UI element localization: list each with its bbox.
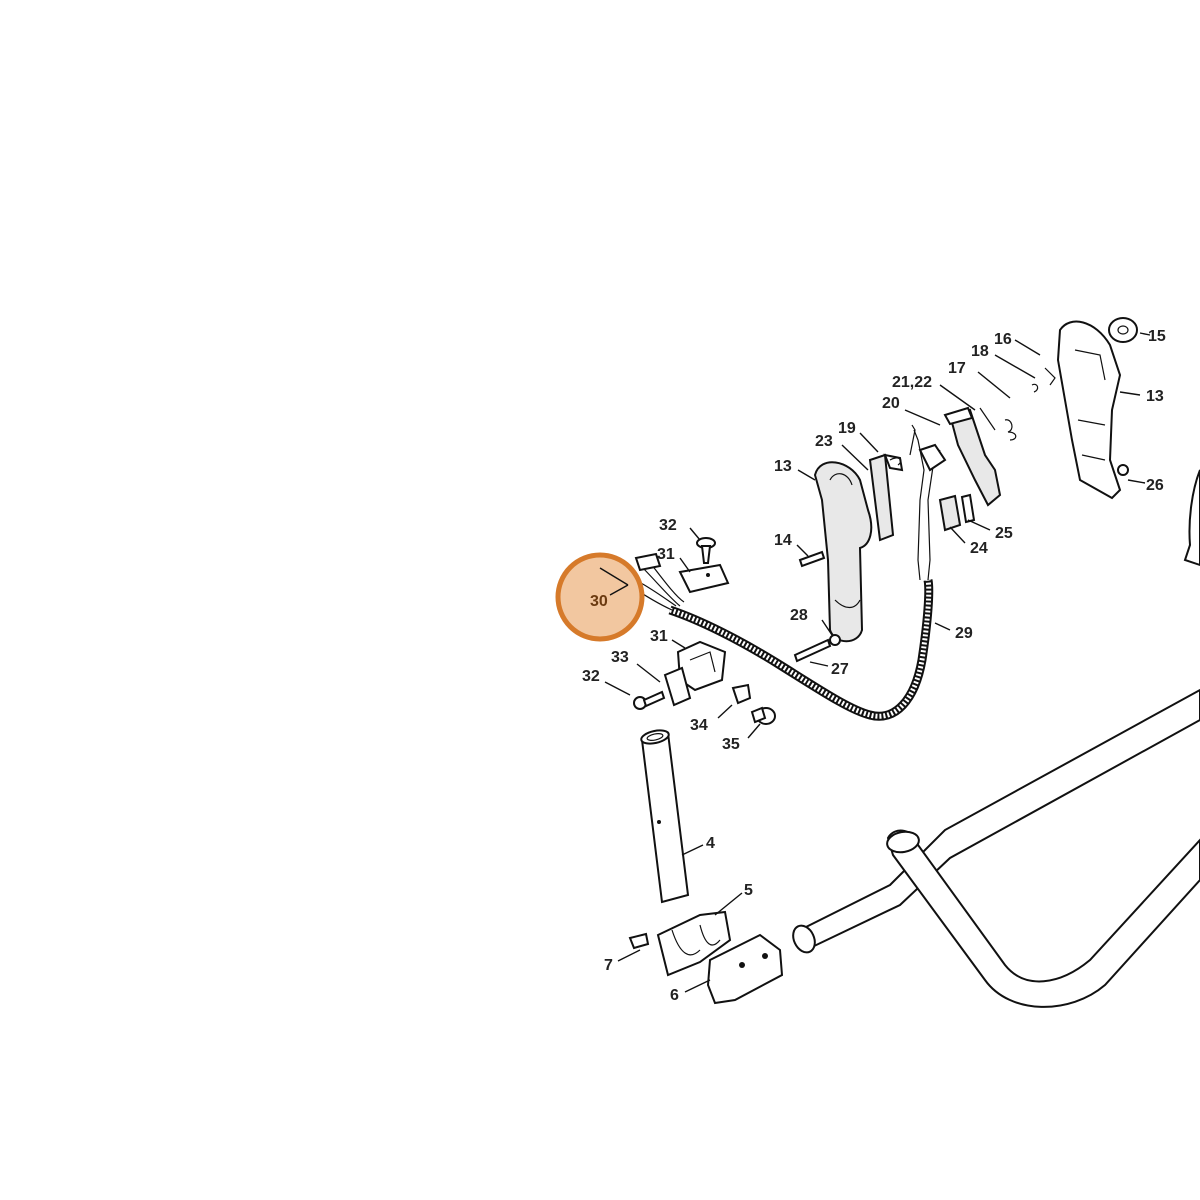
callout-13-housing: 13 [1146, 388, 1164, 405]
springs [889, 367, 1056, 466]
nut-26 [1117, 464, 1129, 476]
callout-28: 28 [790, 607, 808, 624]
screw-32-top [696, 537, 716, 564]
callout-31-bottom: 31 [650, 628, 668, 645]
screw-14 [798, 550, 826, 568]
rear-handle [813, 461, 873, 643]
highlight-label: 30 [590, 593, 608, 610]
callout-7: 7 [604, 957, 613, 974]
highlight-circle[interactable] [555, 552, 645, 642]
callout-21-22: 21,22 [892, 374, 932, 391]
callout-6: 6 [670, 987, 679, 1004]
highlight-marker[interactable]: 30 [555, 552, 645, 642]
callout-27: 27 [831, 661, 849, 678]
handle-housing [1056, 320, 1122, 500]
callout-20: 20 [882, 395, 900, 412]
callout-16: 16 [994, 331, 1012, 348]
leader-lines [604, 332, 1151, 993]
screw-27 [793, 634, 841, 663]
callout-19: 19 [838, 420, 856, 437]
shaft-tube [640, 729, 690, 904]
callout-18: 18 [971, 343, 989, 360]
callout-24: 24 [970, 540, 988, 557]
callout-labels: 16 15 18 17 21,22 13 20 19 23 13 26 25 2… [582, 328, 1166, 1004]
throttle-trigger [868, 453, 904, 542]
callout-34: 34 [690, 717, 708, 734]
small-parts-24-25 [938, 493, 976, 532]
callout-23: 23 [815, 433, 833, 450]
edge-handle [1183, 469, 1200, 567]
callout-31-top: 31 [657, 546, 675, 563]
callout-13-handle: 13 [774, 458, 792, 475]
callout-35: 35 [722, 736, 740, 753]
callout-4: 4 [706, 835, 715, 852]
callout-29: 29 [955, 625, 973, 642]
switch-cover [678, 563, 730, 594]
callout-17: 17 [948, 360, 966, 377]
callout-14: 14 [774, 532, 792, 549]
callout-15: 15 [1148, 328, 1166, 345]
callout-32-top: 32 [659, 517, 677, 534]
callout-5: 5 [744, 882, 753, 899]
switch-wires [599, 552, 685, 611]
switch-block [633, 640, 776, 725]
callout-26: 26 [1146, 477, 1164, 494]
interlock-lever [943, 406, 1002, 507]
handlebar [792, 688, 1200, 1008]
callout-25: 25 [995, 525, 1013, 542]
knob-15 [1108, 317, 1138, 343]
callout-33: 33 [611, 649, 629, 666]
lever-linkage [909, 424, 947, 472]
callout-32-bottom: 32 [582, 668, 600, 685]
clamp-assembly [628, 910, 784, 1005]
